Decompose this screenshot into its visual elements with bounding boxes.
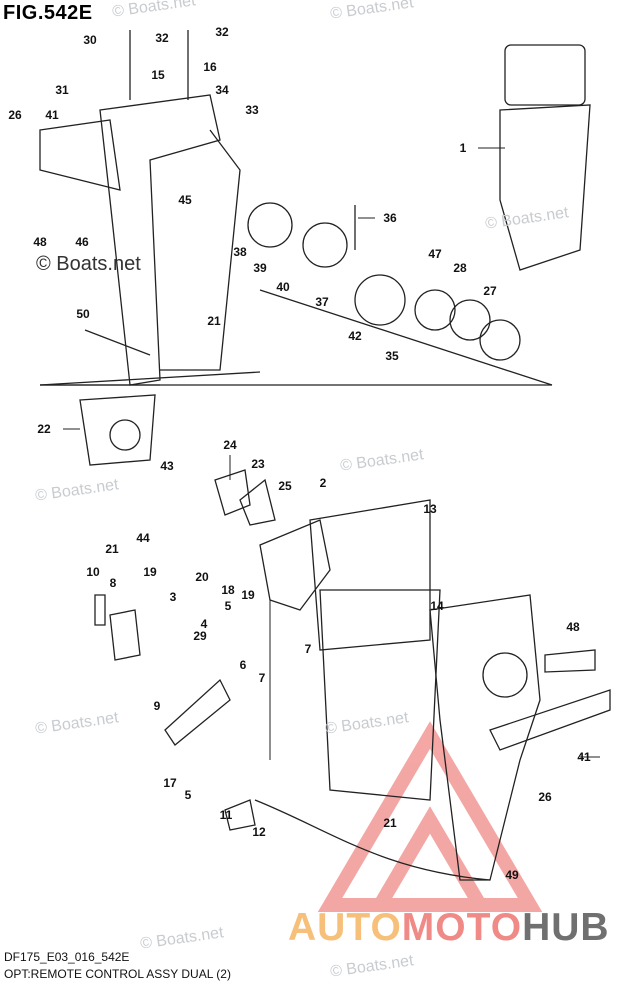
callout-label: 30 <box>83 33 97 47</box>
callout-label: 4 <box>200 617 208 631</box>
part-outlines <box>39 30 611 881</box>
callout-label: 19 <box>143 565 157 579</box>
callout-label: 31 <box>55 83 69 97</box>
automotohub-logo: AUTOMOTOHUB <box>288 906 610 950</box>
callout-label: 46 <box>75 235 89 249</box>
callout-label: 44 <box>136 531 150 545</box>
callout-label: 48 <box>33 235 47 249</box>
callout-label: 35 <box>385 349 399 363</box>
callout-label: 39 <box>253 261 267 275</box>
callout-label: 19 <box>241 588 255 602</box>
callout-label: 32 <box>155 31 169 45</box>
callout-label: 28 <box>453 261 467 275</box>
callout-label: 16 <box>203 60 217 74</box>
callout-label: 41 <box>577 750 591 764</box>
assembly-description: OPT:REMOTE CONTROL ASSY DUAL (2) <box>4 967 231 981</box>
callout-label: 1 <box>459 141 467 155</box>
logo-triangle <box>317 721 543 912</box>
logo-part: HUB <box>522 906 610 949</box>
callout-label: 21 <box>383 816 397 830</box>
callout-label: 12 <box>252 825 266 839</box>
callout-label: 33 <box>245 103 259 117</box>
callout-label: 9 <box>153 699 161 713</box>
callout-label: 15 <box>151 68 165 82</box>
callout-label: 22 <box>37 422 51 436</box>
callout-label: 27 <box>483 284 497 298</box>
callout-label: 37 <box>315 295 329 309</box>
callout-label: 5 <box>224 599 232 613</box>
callout-label: 13 <box>423 502 437 516</box>
callout-label: 48 <box>566 620 580 634</box>
callout-label: 47 <box>428 247 442 261</box>
drawing-code: DF175_E03_016_542E <box>4 950 130 964</box>
callout-label: 21 <box>207 314 221 328</box>
callout-label: 14 <box>430 599 444 613</box>
callout-label: 17 <box>163 776 177 790</box>
callout-label: 26 <box>538 790 552 804</box>
callout-label: 24 <box>223 438 237 452</box>
figure-title: FIG.542E <box>3 2 93 24</box>
callout-label: 7 <box>304 642 312 656</box>
logo-part: AUTO <box>288 906 402 949</box>
callout-label: 21 <box>105 542 119 556</box>
callout-label: 36 <box>383 211 397 225</box>
callout-label: 45 <box>178 193 192 207</box>
watermark: © Boats.net <box>36 253 141 275</box>
callout-label: 18 <box>221 583 235 597</box>
callout-label: 42 <box>348 329 362 343</box>
callout-label: 43 <box>160 459 174 473</box>
leader-lines <box>63 147 600 760</box>
logo-part: MOTO <box>401 906 523 949</box>
callout-label: 41 <box>45 108 59 122</box>
callout-label: 38 <box>233 245 247 259</box>
callout-label: 2 <box>319 476 327 490</box>
callout-label: 34 <box>215 83 229 97</box>
callout-label: 32 <box>215 25 229 39</box>
callout-label: 29 <box>193 629 207 643</box>
callout-label: 20 <box>195 570 209 584</box>
callout-label: 8 <box>109 576 117 590</box>
callout-label: 40 <box>276 280 290 294</box>
callout-label: 5 <box>184 788 192 802</box>
callout-label: 25 <box>278 479 292 493</box>
callout-label: 3 <box>169 590 177 604</box>
callout-label: 23 <box>251 457 265 471</box>
callout-label: 50 <box>76 307 90 321</box>
callout-label: 7 <box>258 671 266 685</box>
callout-label: 10 <box>86 565 100 579</box>
callout-label: 11 <box>219 808 233 822</box>
callout-label: 26 <box>8 108 22 122</box>
callout-label: 49 <box>505 868 519 882</box>
callout-label: 6 <box>239 658 247 672</box>
